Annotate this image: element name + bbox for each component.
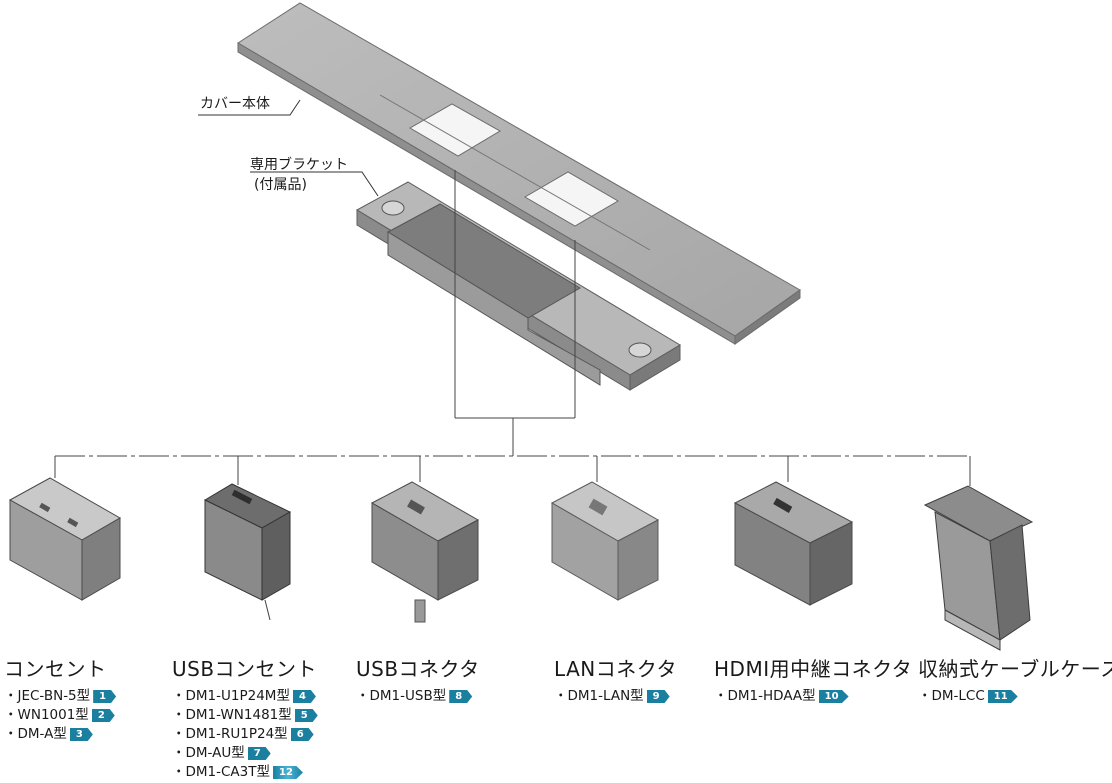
model-name: ・WN1001型 — [4, 707, 89, 723]
page-badge: 8 — [449, 690, 473, 703]
connector-lines — [54, 170, 971, 486]
cover-body-leader — [198, 99, 301, 116]
cable-case-module-image — [923, 485, 1034, 651]
cover-body-label: カバー本体 — [200, 96, 270, 112]
usb-connector-module-image — [370, 481, 480, 623]
bracket-accessory-label: (付属品) — [254, 177, 307, 193]
model-name: ・DM1-CA3T型 — [172, 764, 271, 780]
column-title: 収納式ケーブルケース — [918, 657, 1112, 681]
column-title: HDMI用中継コネクタ — [714, 657, 913, 681]
page-badge: 4 — [292, 690, 316, 703]
page-badge: 1 — [93, 690, 117, 703]
model-name: ・DM1-RU1P24型 — [172, 726, 288, 742]
page-badge: 10 — [818, 690, 849, 703]
bracket — [355, 181, 681, 391]
model-name: ・DM-LCC — [918, 688, 985, 704]
page-badge: 11 — [987, 690, 1018, 703]
model-name: ・DM1-USB型 — [356, 688, 447, 704]
page-badge: 12 — [273, 766, 303, 779]
model-name: ・DM-A型 — [4, 726, 67, 742]
column-title: USBコンセント — [172, 657, 318, 681]
column-title: コンセント — [4, 657, 107, 681]
page-badge: 7 — [247, 747, 271, 760]
column-title: LANコネクタ — [554, 657, 677, 681]
outlet-module-image — [8, 477, 122, 601]
bracket-label: 専用ブラケット — [250, 157, 348, 173]
page-badge: 5 — [294, 709, 318, 722]
usb-outlet-module-image — [203, 483, 292, 621]
model-name: ・JEC-BN-5型 — [4, 688, 91, 704]
page-badge: 2 — [91, 709, 115, 722]
lan-connector-module-image — [550, 481, 660, 601]
page-badge: 9 — [646, 690, 670, 703]
model-name: ・DM1-U1P24M型 — [172, 688, 290, 704]
hdmi-connector-module-image — [733, 481, 854, 606]
bracket-leader — [250, 171, 379, 197]
model-name: ・DM1-HDAA型 — [714, 688, 816, 704]
model-name: ・DM1-WN1481型 — [172, 707, 292, 723]
page-badge: 3 — [69, 728, 93, 741]
model-name: ・DM1-LAN型 — [554, 688, 644, 704]
page-badge: 6 — [290, 728, 314, 741]
column-title: USBコネクタ — [356, 657, 480, 681]
cover-body — [237, 2, 801, 345]
model-name: ・DM-AU型 — [172, 745, 245, 761]
